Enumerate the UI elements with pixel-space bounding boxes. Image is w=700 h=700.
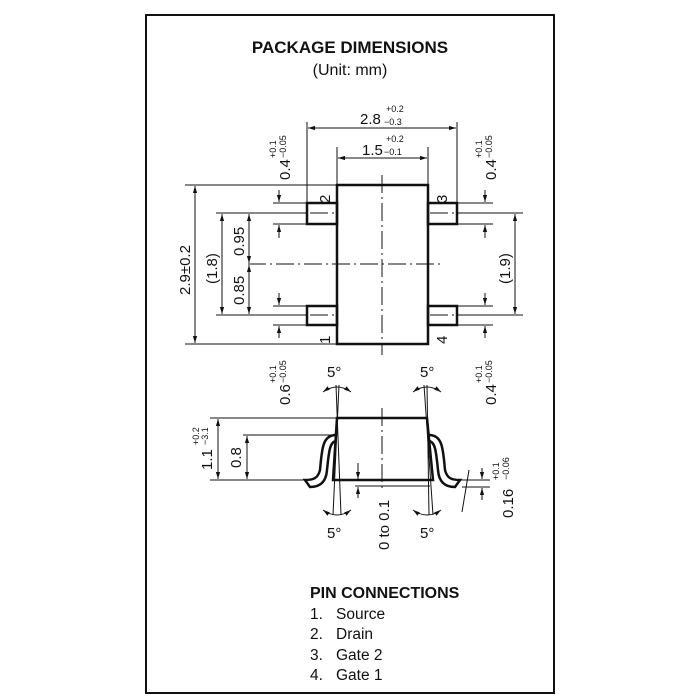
side-body [331,416,435,482]
svg-text:+0.1: +0.1 [268,365,278,383]
svg-text:+0.1: +0.1 [474,365,484,383]
svg-text:0 to 0.1: 0 to 0.1 [376,500,393,550]
list-item: 4.Gate 1 [310,667,383,684]
angle-label: 5° [420,525,434,542]
svg-text:+0.1: +0.1 [474,140,484,158]
svg-text:2.9±0.2: 2.9±0.2 [177,245,194,295]
svg-text:0.16: 0.16 [500,489,517,518]
svg-text:2.8: 2.8 [360,111,381,128]
svg-text:1.1: 1.1 [199,449,216,470]
pin-connections: PIN CONNECTIONS 1.Source 2.Drain 3.Gate … [310,584,459,687]
list-item: 2.Drain [310,626,374,643]
pin-number-4: 4 [434,336,451,344]
svg-text:−0.3: −0.3 [384,117,402,127]
svg-text:+0.2: +0.2 [386,134,404,144]
svg-text:+0.2: +0.2 [386,104,404,114]
pin-number-2: 2 [317,195,334,203]
list-item: 3.Gate 2 [310,646,383,664]
list-item: 1.Source [310,605,386,623]
svg-text:0.95: 0.95 [231,227,248,256]
angle-label: 5° [327,525,341,542]
svg-text:0.85: 0.85 [231,276,248,305]
svg-text:0.6: 0.6 [277,384,294,405]
svg-text:−0.05: −0.05 [278,135,288,158]
svg-text:0.4: 0.4 [277,159,294,180]
angle-label: 5° [327,364,341,381]
svg-text:0.4: 0.4 [483,384,500,405]
svg-text:(1.8): (1.8) [204,253,221,284]
angle-label: 5° [420,364,434,381]
top-view: 2.8 +0.2 −0.3 1.5 +0.2 −0.1 2.9±0.2 (1.8… [177,104,523,405]
svg-text:1.5: 1.5 [362,142,383,159]
svg-text:−0.06: −0.06 [501,457,511,480]
side-view: 1.1 +0.2 −3.1 0.8 5° 5° 5° 5° 0 to 0.1 0… [191,364,517,550]
drawing-frame [145,14,555,694]
svg-text:+0.2: +0.2 [191,427,201,445]
svg-text:−3.1: −3.1 [200,427,210,445]
svg-text:+0.1: +0.1 [491,462,501,480]
right-lead [428,433,463,489]
svg-text:+0.1: +0.1 [268,140,278,158]
pin-number-1: 1 [317,336,334,344]
svg-text:−0.05: −0.05 [484,360,494,383]
pin-number-3: 3 [434,195,451,203]
svg-text:0.4: 0.4 [483,159,500,180]
pin-connections-title: PIN CONNECTIONS [310,585,460,602]
unit-label: (Unit: mm) [312,62,388,79]
svg-text:−0.1: −0.1 [384,147,402,157]
svg-text:0.8: 0.8 [228,447,245,468]
left-lead [302,433,337,489]
svg-text:−0.05: −0.05 [278,360,288,383]
page-title: PACKAGE DIMENSIONS [251,38,449,57]
svg-text:−0.05: −0.05 [484,135,494,158]
svg-text:(1.9): (1.9) [497,253,514,284]
